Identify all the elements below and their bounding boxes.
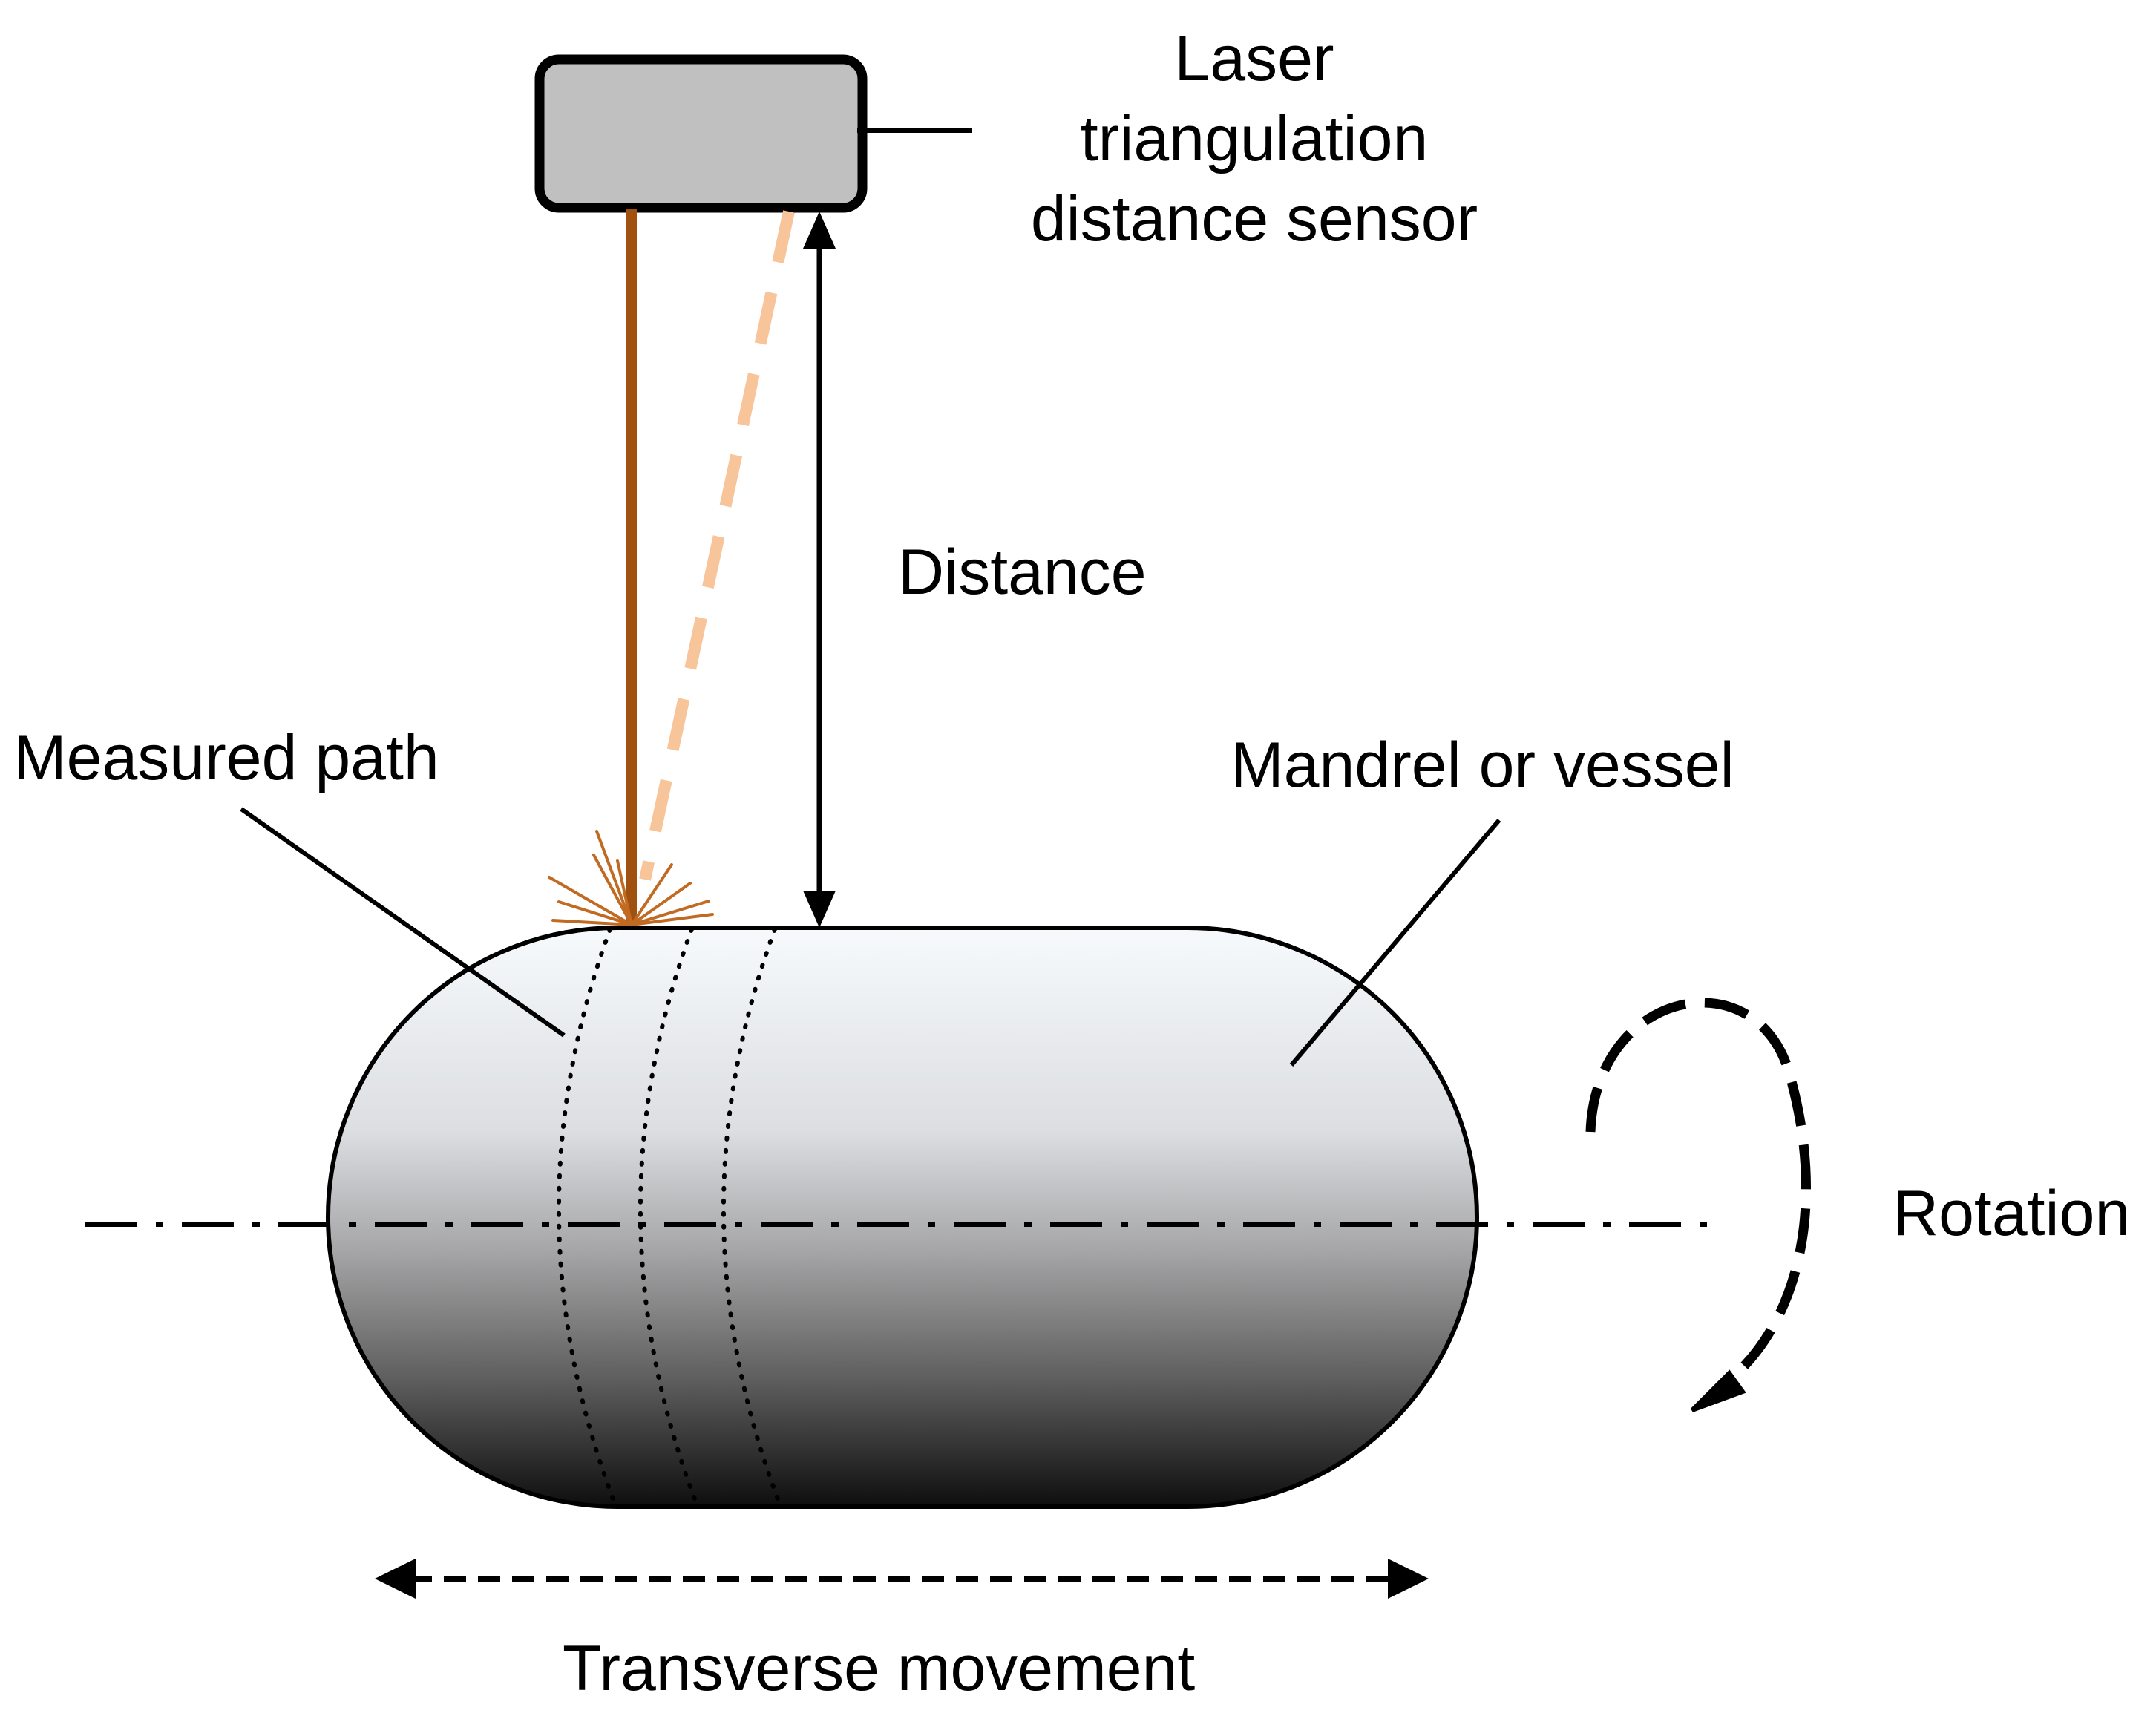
laser-sensor-box [534, 54, 868, 213]
measured-path-line-1 [556, 927, 618, 1509]
distance-label: Distance [898, 537, 1147, 608]
reflected-beam [639, 210, 795, 881]
mandrel-leader [1289, 819, 1501, 1067]
mandrel-label: Mandrel or vessel [1231, 730, 1734, 801]
sensor-label: Laser triangulation distance sensor [1013, 19, 1495, 259]
sensor-label-line-1: Laser [1174, 23, 1334, 94]
vessel-body [326, 926, 1479, 1509]
measured-path-label: Measured path [13, 722, 439, 793]
measured-path-lines [556, 927, 783, 1509]
distance-arrow [803, 212, 836, 928]
sensor-label-line-2: triangulation [1080, 103, 1429, 174]
transverse-label: Transverse movement [563, 1633, 1196, 1704]
rotation-arrow [1585, 998, 1811, 1412]
sensor-label-line-3: distance sensor [1030, 183, 1478, 255]
laser-spot-burst [548, 830, 714, 926]
measured-path-line-2 [638, 927, 700, 1509]
transverse-arrow [375, 1559, 1429, 1599]
measured-path-line-3 [721, 927, 783, 1509]
rotation-label: Rotation [1893, 1178, 2131, 1249]
rotation-arrowhead [1690, 1369, 1746, 1412]
measured-path-leader [240, 807, 566, 1038]
